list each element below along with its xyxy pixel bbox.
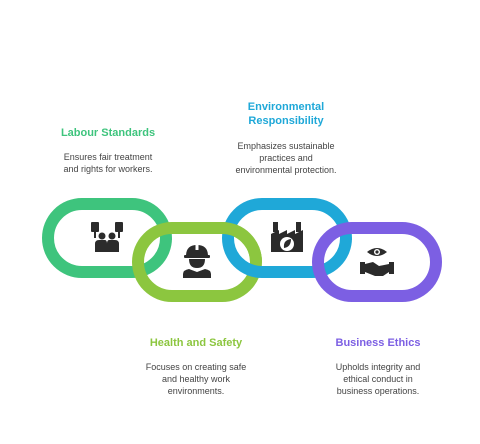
labour-description: Ensures fair treatment and rights for wo… xyxy=(40,151,176,175)
handshake-eye-icon xyxy=(360,248,394,276)
environmental-description: Emphasizes sustainable practices and env… xyxy=(218,140,354,176)
eco-factory-icon xyxy=(271,222,303,252)
workers-protest-icon xyxy=(91,222,123,252)
ethics-description: Upholds integrity and ethical conduct in… xyxy=(310,361,446,397)
health-title: Health and Safety xyxy=(149,337,243,349)
ethics-description-line: business operations. xyxy=(336,386,420,396)
environmental-title: Environmental Responsibility xyxy=(218,100,354,128)
ethics-description-line: ethical conduct in xyxy=(343,374,413,384)
labour-description-line: and rights for workers. xyxy=(63,164,153,174)
environmental-title-line: Responsibility xyxy=(248,115,324,127)
ethics-link xyxy=(312,222,442,302)
health-description-line: and healthy work xyxy=(161,374,231,384)
environmental-description-line: Emphasizes sustainable xyxy=(237,141,335,151)
ethics-description-line: Upholds integrity and xyxy=(335,362,421,372)
environmental-description-line: practices and xyxy=(259,153,313,163)
labour-description-line: Ensures fair treatment xyxy=(63,152,153,162)
hard-hat-worker-icon xyxy=(183,244,211,278)
environmental-title-line: Environmental xyxy=(247,101,325,113)
health-description-line: Focuses on creating safe xyxy=(145,362,247,372)
environmental-description-line: environmental protection. xyxy=(235,165,337,175)
health-description-line: environments. xyxy=(167,386,225,396)
labour-title: Labour Standards xyxy=(60,127,156,139)
health-description: Focuses on creating safe and healthy wor… xyxy=(128,361,264,397)
ethics-title: Business Ethics xyxy=(335,337,421,349)
